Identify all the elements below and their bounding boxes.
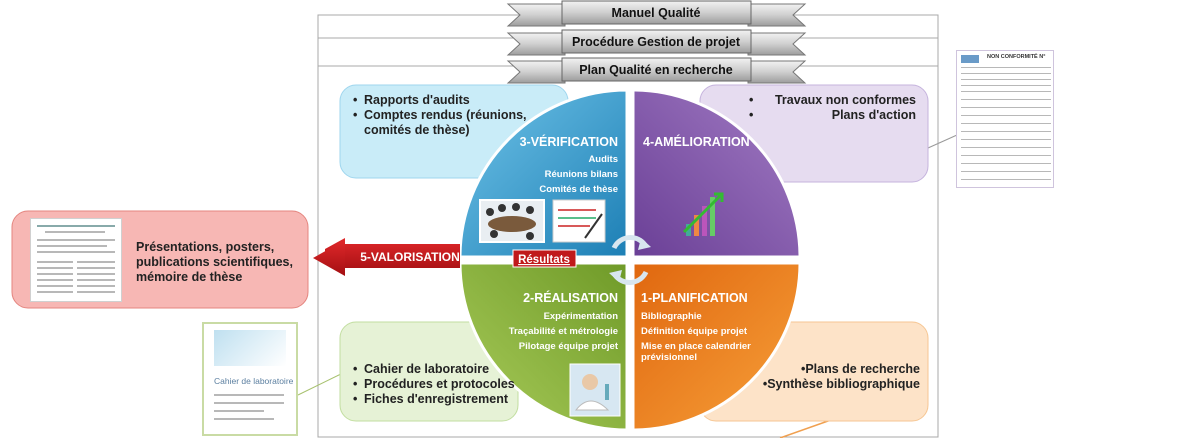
top-right-item-0: Travaux non conformes — [749, 93, 916, 108]
publication-thumbnail — [30, 218, 122, 302]
bottom-left-item-2: Fiches d'enregistrement — [353, 392, 515, 407]
growth-arrows-icon — [682, 192, 724, 236]
scientist-icon — [569, 363, 621, 417]
nc-title: NON CONFORMITÉ N° — [987, 54, 1046, 60]
banner-manuel-text: Manuel Qualité — [612, 6, 701, 20]
cycle-arrows-icon — [609, 234, 651, 286]
verification-item-0: Audits — [588, 154, 618, 165]
top-left-item-1: Comptes rendus (réunions, — [353, 108, 565, 123]
non-conformity-thumbnail: NON CONFORMITÉ N° — [956, 50, 1054, 188]
planification-item-3: prévisionnel — [641, 352, 697, 363]
box-bottom-right: •Plans de recherche •Synthèse bibliograp… — [745, 362, 920, 392]
cahier-cover-graphic — [214, 330, 286, 366]
connector-nc — [927, 134, 958, 149]
box-top-left: Rapports d'audits Comptes rendus (réunio… — [350, 93, 565, 138]
planification-item-1: Définition équipe projet — [641, 326, 748, 337]
verification-item-1: Réunions bilans — [545, 169, 618, 180]
banner-plan: Plan Qualité en recherche — [506, 57, 807, 84]
realisation-item-1: Traçabilité et métrologie — [509, 326, 618, 337]
realisation-title: 2-RÉALISATION — [523, 290, 618, 305]
valorisation-arrow: 5-VALORISATION — [313, 238, 460, 276]
planification-item-2: Mise en place calendrier — [641, 341, 751, 352]
bottom-left-item-0: Cahier de laboratoire — [353, 362, 515, 377]
planification-item-0: Bibliographie — [641, 311, 702, 322]
valorisation-item-0: Présentations, posters, — [136, 240, 275, 254]
banner-procedure-text: Procédure Gestion de projet — [572, 35, 741, 49]
results-label: Résultats — [512, 249, 577, 268]
verification-item-2: Comités de thèse — [539, 184, 618, 195]
realisation-item-2: Pilotage équipe projet — [519, 341, 619, 352]
top-left-item-0: Rapports d'audits — [353, 93, 565, 108]
realisation-item-0: Expérimentation — [544, 311, 619, 322]
connector-cahier — [297, 371, 346, 396]
cycle-circle — [458, 88, 802, 432]
top-right-item-1: Plans d'action — [749, 108, 916, 123]
amelioration-title: 4-AMÉLIORATION — [643, 134, 750, 149]
valorisation-item-2: mémoire de thèse — [136, 270, 243, 284]
banner-manuel: Manuel Qualité — [506, 0, 807, 27]
results-label-text: Résultats — [518, 254, 570, 266]
verification-title: 3-VÉRIFICATION — [520, 134, 618, 149]
cahier-title: Cahier de laboratoire — [214, 376, 294, 386]
banner-plan-text: Plan Qualité en recherche — [579, 63, 733, 77]
valorisation-item-1: publications scientifiques, — [136, 255, 293, 269]
box-bottom-left: Cahier de laboratoire Procédures et prot… — [350, 362, 515, 407]
bottom-left-item-1: Procédures et protocoles — [353, 377, 515, 392]
quadrant-planification — [631, 261, 802, 432]
bottom-right-item-0: •Plans de recherche — [800, 362, 920, 376]
quadrant-amelioration — [631, 88, 802, 259]
top-left-item-2: comités de thèse) — [364, 123, 470, 137]
checklist-icon — [552, 199, 606, 243]
box-valorisation: Présentations, posters, publications sci… — [136, 240, 308, 285]
cahier-thumbnail: Cahier de laboratoire — [202, 322, 298, 436]
box-top-right: Travaux non conformes Plans d'action — [749, 93, 920, 123]
planification-title: 1-PLANIFICATION — [641, 291, 748, 305]
meeting-icon — [479, 199, 545, 243]
banner-procedure: Procédure Gestion de projet — [506, 29, 807, 56]
bottom-right-item-1: •Synthèse bibliographique — [762, 377, 920, 391]
valorisation-arrow-label: 5-VALORISATION — [360, 250, 460, 264]
nc-logo — [961, 55, 979, 63]
